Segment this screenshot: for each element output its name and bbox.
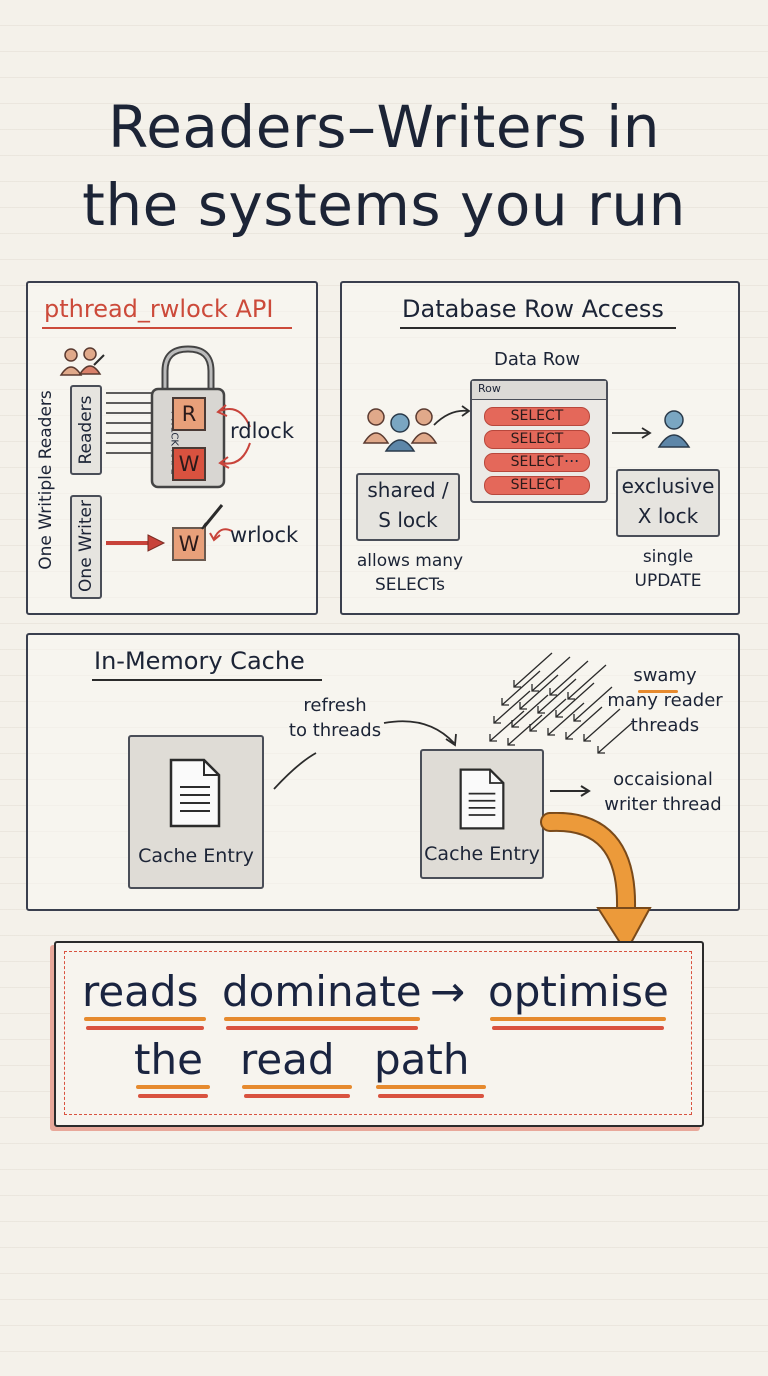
refresh-label: refresh to threads: [282, 693, 388, 743]
underline-read-2: [244, 1094, 350, 1098]
select-ellipsis: ...: [564, 447, 580, 466]
lock-r-slot: R: [172, 397, 206, 431]
underline-reads-1: [84, 1017, 206, 1021]
rdlock-label: rdlock: [230, 419, 294, 443]
shared-caption: allows many SELECTs: [348, 549, 472, 597]
writer-box: One Writer: [70, 495, 102, 599]
underline-path-1: [376, 1085, 486, 1089]
data-row-header-label: Row: [478, 382, 501, 395]
title-line-1: Readers–Writers in: [108, 93, 660, 161]
writer-thread-line1: occaisional: [613, 769, 713, 790]
pthread-title-underline: [42, 327, 292, 329]
underline-path-2: [378, 1094, 484, 1098]
select-item-2: SELECT: [484, 430, 590, 449]
reader-group-icon: [362, 408, 438, 452]
exclusive-lock-line2: X lock: [637, 504, 699, 528]
refresh-label-line2: to threads: [288, 720, 382, 741]
exclusive-caption-line2: UPDATE: [634, 571, 702, 591]
exclusive-caption: single UPDATE: [610, 545, 726, 593]
big-orange-arrow: [540, 812, 652, 954]
lock-w-slot: W: [172, 447, 206, 481]
reader-swarm-arrows: [489, 652, 633, 754]
slogan-word-optimise: optimise: [488, 967, 669, 1016]
slogan-arrow: →: [430, 967, 466, 1016]
rdlock-arrows: [216, 404, 251, 469]
shared-caption-line1: allows many: [356, 551, 464, 571]
shared-lock-line1: shared /: [367, 478, 449, 502]
title-line-2: the systems you run: [82, 171, 686, 239]
swarm-label-highlight: [638, 690, 678, 693]
cache-entry-1: Cache Entry: [128, 735, 264, 889]
select-item-3: SELECT: [484, 453, 590, 472]
data-row-table: Row SELECT SELECT SELECT SELECT ...: [470, 379, 608, 503]
underline-dominate-1: [224, 1017, 420, 1021]
slogan-word-path: path: [374, 1035, 470, 1084]
slogan-word-read: read: [240, 1035, 335, 1084]
wrlock-arrow: [209, 528, 233, 542]
readers-box-label: Readers: [76, 395, 96, 465]
slogan-dashed-border: [64, 951, 692, 1115]
underline-reads-2: [86, 1026, 204, 1030]
page-title: Readers–Writers in the systems you run: [0, 88, 768, 244]
writer-box-label: One Writer: [76, 500, 96, 592]
swarm-label-line1: swamy: [633, 665, 697, 686]
pthread-panel-title: pthread_rwlock API: [44, 295, 274, 323]
refresh-label-line1: refresh: [303, 695, 367, 716]
exclusive-lock-line1: exclusive: [621, 474, 715, 498]
exclusive-lock-box: exclusive X lock: [616, 469, 720, 537]
slogan-word-the: the: [134, 1035, 203, 1084]
writer-w-box: W: [172, 527, 206, 561]
writer-arrow: [106, 534, 166, 552]
shared-lock-line2: S lock: [378, 508, 438, 532]
underline-the-1: [136, 1085, 210, 1089]
refresh-connectors: [273, 720, 457, 790]
document-icon-2: [459, 768, 505, 830]
swarm-label-line3: threads: [630, 715, 700, 736]
underline-read-1: [242, 1085, 352, 1089]
cache-title-underline: [92, 679, 322, 681]
shared-lock-box: shared / S lock: [356, 473, 460, 541]
row-to-writer-arrow: [612, 427, 652, 439]
slogan-box: reads dominate → optimise the read path: [54, 941, 704, 1127]
underline-dominate-2: [226, 1026, 418, 1030]
wrlock-label: wrlock: [230, 523, 299, 547]
slogan-word-dominate: dominate: [222, 967, 422, 1016]
slogan-word-reads: reads: [82, 967, 199, 1016]
users-icon: [59, 347, 105, 376]
writer-thread-label: occaisional writer thread: [598, 767, 728, 817]
document-icon-1: [169, 758, 221, 828]
cache-entry-2: Cache Entry: [420, 749, 544, 879]
padlock-icon: [150, 345, 226, 489]
pthread-panel: pthread_rwlock API One Writiple Readers …: [26, 281, 318, 615]
exclusive-caption-line1: single: [642, 547, 694, 567]
readers-box: Readers: [70, 385, 102, 475]
writer-thread-arrow: [550, 785, 591, 797]
data-row-header: Row: [472, 381, 606, 400]
pen-icon: [201, 504, 224, 530]
cache-entry-2-label: Cache Entry: [424, 843, 540, 865]
writer-thread-line2: writer thread: [604, 794, 722, 815]
data-row-title: Data Row: [494, 349, 581, 370]
shared-caption-line2: SELECTs: [374, 575, 446, 595]
cache-entry-1-label: Cache Entry: [138, 845, 254, 867]
side-label-readers-writer: One Writiple Readers: [36, 390, 56, 570]
readers-to-row-arrow: [433, 405, 471, 426]
underline-optimise-2: [492, 1026, 664, 1030]
underline-the-2: [138, 1094, 208, 1098]
database-panel-title: Database Row Access: [402, 295, 664, 323]
swarm-label: swamy many reader threads: [602, 663, 728, 738]
cache-panel-title: In-Memory Cache: [94, 647, 305, 675]
select-item-4: SELECT: [484, 476, 590, 495]
writer-user-icon: [657, 410, 691, 448]
database-title-underline: [400, 327, 676, 329]
database-panel: Database Row Access Data Row Row SELECT …: [340, 281, 740, 615]
underline-optimise-1: [490, 1017, 666, 1021]
swarm-label-line2: many reader: [607, 690, 723, 711]
select-item-1: SELECT: [484, 407, 590, 426]
